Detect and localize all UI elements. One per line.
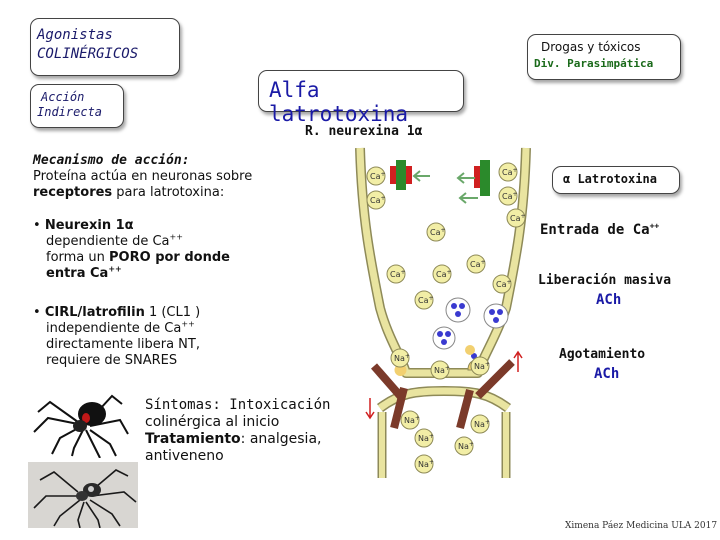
mechanism-heading: Mecanismo de acción: <box>33 153 190 168</box>
ca-ion: Ca+ <box>430 227 446 237</box>
treatment-label: Tratamiento <box>145 431 241 447</box>
ca-ion: Ca+ <box>496 279 512 289</box>
drugs-box: Drogas y tóxicos Div. Parasimpática <box>527 34 681 80</box>
na-ion: Na+ <box>474 361 490 371</box>
sodium-ions: Na+ Na+ Na+ Na+ Na+ Na+ Na+ Na+ <box>390 348 490 474</box>
indirect-line1: Acción <box>41 90 85 104</box>
title-line1: Agonistas <box>37 27 113 43</box>
drugs-line2: Div. Parasimpática <box>534 57 654 70</box>
mechanism-block: Mecanismo de acción: Proteína actúa en n… <box>33 153 252 201</box>
ion-charge: + <box>485 419 490 426</box>
title-box: Agonistas COLINÉRGICOS <box>30 18 180 76</box>
ca-ion: Ca+ <box>502 191 518 201</box>
cirl-line4: requiere de SNARES <box>46 353 178 368</box>
ion-charge: + <box>485 361 490 368</box>
toxin-arrows <box>412 170 478 204</box>
na-ion: Na+ <box>394 353 410 363</box>
main-title: Alfa latrotoxina <box>269 78 409 126</box>
neurexin-line4-sup: ++ <box>108 264 122 274</box>
symptoms-line1: Síntomas: Intoxicación <box>145 397 331 413</box>
neurexin-line2: dependiente de Ca <box>46 234 170 249</box>
na-ion: Na+ <box>434 365 450 375</box>
ion-charge: + <box>507 279 512 286</box>
ca-ion: Ca+ <box>370 171 386 181</box>
release-label-2: ACh <box>596 292 622 308</box>
symptoms-line2: colinérgica al inicio <box>145 414 280 430</box>
ion-charge: + <box>429 459 434 466</box>
ion-charge: + <box>381 171 386 178</box>
cirl-line2-sup: ++ <box>181 319 195 329</box>
neurexin-receptor-right <box>474 160 490 196</box>
mechanism-line2: receptores para latrotoxina: <box>33 185 252 201</box>
ca-ion: Ca+ <box>436 269 452 279</box>
latrotoxina-label: α Latrotoxina <box>563 172 657 186</box>
receptor-label: R. neurexina 1α <box>305 124 423 139</box>
ion-charge: + <box>469 441 474 448</box>
ca-ion: Ca+ <box>418 295 434 305</box>
brown-spider <box>28 462 138 528</box>
mechanism-receptors: receptores <box>33 185 113 200</box>
main-title-box: Alfa latrotoxina <box>258 70 464 126</box>
na-ion: Na+ <box>404 415 420 425</box>
ca-ion: Ca+ <box>510 213 526 223</box>
depletion-label-1: Agotamiento <box>559 347 646 362</box>
latrotoxina-box: α Latrotoxina <box>552 166 680 194</box>
ca-ion: Ca+ <box>470 259 486 269</box>
calcium-entry-text: Entrada de Ca <box>540 222 650 238</box>
credit: Ximena Páez Medicina ULA 2017 <box>565 521 718 531</box>
mechanism-line2-rest: para latrotoxina: <box>112 185 225 200</box>
ion-charge: + <box>513 167 518 174</box>
ca-ion: Ca+ <box>370 195 386 205</box>
neurexin-name: Neurexin 1α <box>44 218 134 233</box>
synapse-diagram: Ca+ Ca+ Ca+ Ca+ Ca+ Ca+ Ca+ Ca+ Ca+ Ca+ … <box>355 147 531 478</box>
bullet-dot: • <box>33 305 45 320</box>
bullet-dot: • <box>33 218 45 233</box>
bullet-cirl: • CIRL/latrofilin 1 (CL1 ) independiente… <box>33 305 200 369</box>
calcium-entry-sup: ++ <box>649 221 660 231</box>
na-ion: Na+ <box>418 433 434 443</box>
calcium-entry-label: Entrada de Ca++ <box>540 222 659 238</box>
release-label-1: Liberación masiva <box>538 273 672 288</box>
ach-vesicles <box>394 297 509 376</box>
na-ion: Na+ <box>458 441 474 451</box>
cirl-name: CIRL/latrofilin <box>44 305 145 320</box>
cirl-rest: 1 (CL1 ) <box>144 305 201 320</box>
cirl-line2: independiente de Ca <box>46 321 182 336</box>
na-ion: Na+ <box>418 459 434 469</box>
ion-charge: + <box>441 227 446 234</box>
depletion-label-2: ACh <box>594 366 620 382</box>
ion-charge: + <box>415 415 420 422</box>
ion-charge: + <box>521 213 526 220</box>
symptoms-line4: antiveneno <box>145 448 224 464</box>
symptoms-block: Síntomas: Intoxicación colinérgica al in… <box>145 397 330 465</box>
neurexin-line3a: forma un <box>46 250 110 265</box>
ion-charge: + <box>481 259 486 266</box>
ion-charge: + <box>401 269 406 276</box>
ion-charge: + <box>513 191 518 198</box>
neurexin-line2-sup: ++ <box>169 232 183 242</box>
indirect-line2: Indirecta <box>37 105 103 119</box>
neurexin-receptor-left <box>390 160 412 190</box>
drugs-line1: Drogas y tóxicos <box>541 40 641 54</box>
calcium-ions: Ca+ Ca+ Ca+ Ca+ Ca+ Ca+ Ca+ Ca+ Ca+ Ca+ … <box>366 162 526 310</box>
na-ion: Na+ <box>474 419 490 429</box>
bullet-neurexin: • Neurexin 1α dependiente de Ca++ forma … <box>33 218 230 282</box>
treatment-rest: : analgesia, <box>240 431 322 447</box>
ion-charge: + <box>429 295 434 302</box>
ion-charge: + <box>445 365 450 372</box>
mechanism-line1: Proteína actúa en neuronas sobre <box>33 169 253 184</box>
black-widow-spider <box>33 394 129 458</box>
neurexin-line3b: PORO por donde <box>109 250 230 265</box>
neurexin-line4: entra Ca <box>46 266 109 281</box>
ion-charge: + <box>429 433 434 440</box>
sodium-channels <box>365 350 523 430</box>
cirl-line3: directamente libera NT, <box>46 337 200 352</box>
ion-charge: + <box>405 353 410 360</box>
ion-charge: + <box>381 195 386 202</box>
indirect-box: Acción Indirecta <box>30 84 124 128</box>
ca-ion: Ca+ <box>502 167 518 177</box>
ca-ion: Ca+ <box>390 269 406 279</box>
title-line2: COLINÉRGICOS <box>37 46 139 62</box>
ion-charge: + <box>447 269 452 276</box>
